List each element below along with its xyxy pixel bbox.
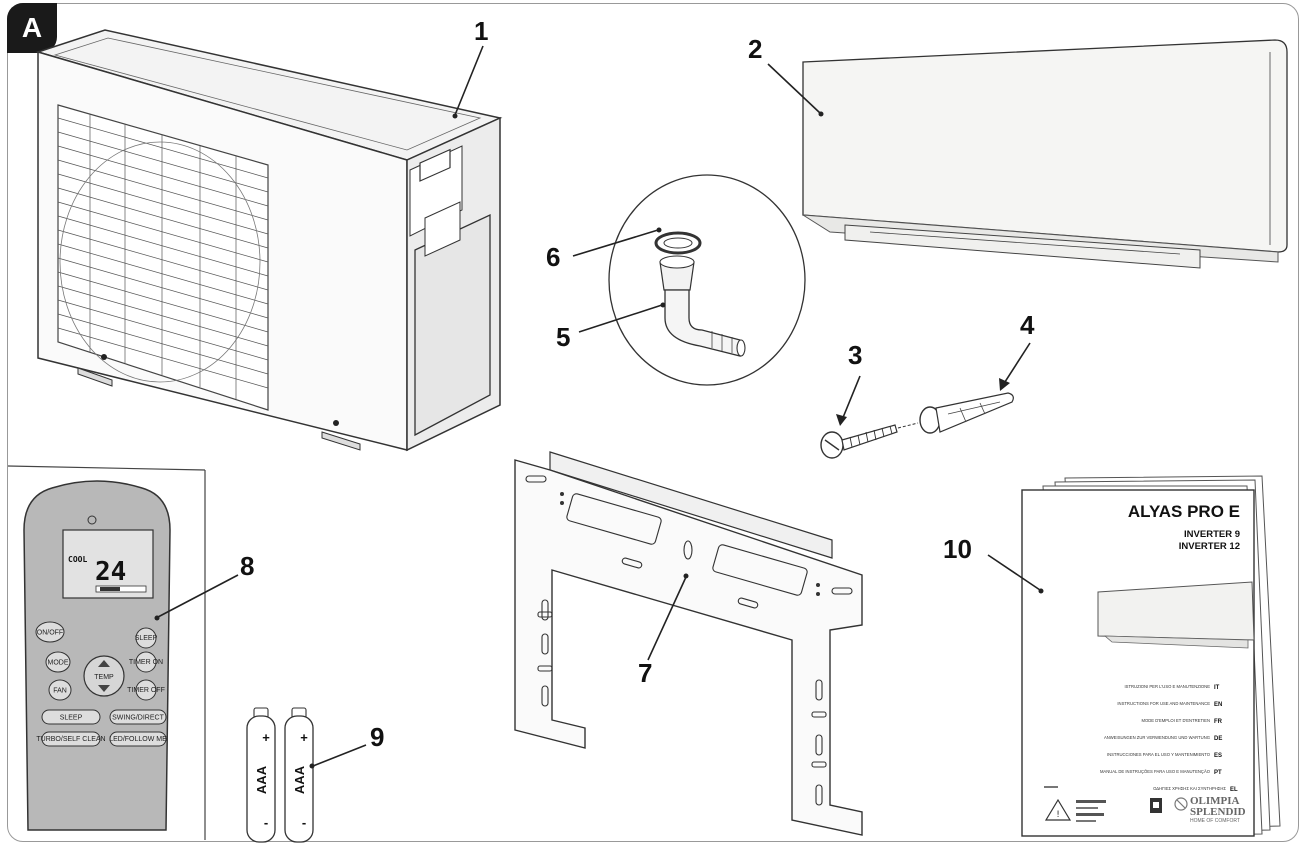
outdoor-grille-lines xyxy=(57,114,269,399)
battery-left-label: AAA xyxy=(254,765,269,794)
callout-8: 8 xyxy=(240,551,254,581)
manual-lang-1: ISTRUZIONI PER L'USO E MANUTENZIONE xyxy=(1125,684,1211,689)
manual-lang-4: ANWEISUNGEN ZUR VERWENDUNG UND WARTUNG xyxy=(1104,735,1210,740)
warning-icon: ! xyxy=(1056,810,1060,820)
battery-left-minus: - xyxy=(264,815,268,830)
remote-control: COOL 24 ON/OFF SLEEP MODE TIMER ON TEMP … xyxy=(7,465,206,840)
callout-4: 4 xyxy=(1020,310,1035,340)
brand-tagline: HOME OF COMFORT xyxy=(1190,818,1240,824)
manual-warning-block: ! xyxy=(1044,786,1162,822)
instruction-manual: ALYAS PRO E INVERTER 9 INVERTER 12 ISTRU… xyxy=(1021,475,1281,837)
button-fan: FAN xyxy=(53,688,67,695)
manual-language-list: ISTRUZIONI PER L'USO E MANUTENZIONE IT I… xyxy=(1100,684,1238,793)
batteries: + AAA - + AAA - xyxy=(246,707,314,843)
brand-logo: OLIMPIA SPLENDID HOME OF COMFORT xyxy=(1174,795,1246,824)
callout-1: 1 xyxy=(474,16,488,46)
callout-10: 10 xyxy=(943,534,972,564)
battery-right-minus: - xyxy=(302,815,306,830)
manual-lang-code-6: PT xyxy=(1214,770,1222,776)
manual-lang-code-3: FR xyxy=(1214,719,1223,725)
manual-lang-code-7: EL xyxy=(1230,787,1238,793)
diagram-frame xyxy=(7,3,1299,842)
button-timer-off: TIMER OFF xyxy=(127,687,165,694)
manual-lang-3: MODE D'EMPLOI ET D'ENTRETIEN xyxy=(1141,718,1210,723)
manual-cover-unit xyxy=(1097,581,1255,649)
battery-left-plus: + xyxy=(262,730,270,745)
callout-5: 5 xyxy=(556,322,570,352)
outdoor-unit xyxy=(35,29,503,452)
button-onoff: ON/OFF xyxy=(37,630,63,637)
callout-2: 2 xyxy=(748,34,762,64)
manual-lang-code-4: DE xyxy=(1214,736,1222,742)
screw-and-anchor xyxy=(820,392,1014,459)
manual-lang-code-2: EN xyxy=(1214,702,1222,708)
battery-left: + AAA - xyxy=(246,707,276,843)
brand-name-1: OLIMPIA xyxy=(1190,795,1240,807)
brand-name-2: SPLENDID xyxy=(1190,806,1246,818)
button-temp: TEMP xyxy=(94,674,114,681)
callout-3: 3 xyxy=(848,340,862,370)
callout-7: 7 xyxy=(638,658,652,688)
lcd-temperature: 24 xyxy=(95,557,126,587)
button-turbo: TURBO/SELF CLEAN xyxy=(36,736,105,743)
button-timer-on: TIMER ON xyxy=(129,659,163,666)
manual-lang-code-5: ES xyxy=(1214,753,1222,759)
section-badge: A xyxy=(7,3,57,53)
manual-lang-code-1: IT xyxy=(1214,685,1220,691)
button-sleep-top: SLEEP xyxy=(135,635,158,642)
manual-lang-7: ΟΔΗΓΙΕΣ ΧΡΗΣΗΣ ΚΑΙ ΣΥΝΤΗΡΗΣΗΣ xyxy=(1153,786,1226,791)
callout-9: 9 xyxy=(370,722,384,752)
lcd-mode: COOL xyxy=(68,555,87,564)
drain-elbow-detail xyxy=(608,174,806,386)
battery-right-label: AAA xyxy=(292,765,307,794)
manual-lang-2: INSTRUCTIONS FOR USE AND MAINTENANCE xyxy=(1117,701,1210,706)
manual-title: ALYAS PRO E xyxy=(1128,502,1240,521)
manual-lang-6: MANUAL DE INSTRUÇÕES PARA USO E MANUTENÇ… xyxy=(1100,769,1211,774)
manual-lang-5: INSTRUCCIONES PARA EL USO Y MANTENIMIENT… xyxy=(1107,752,1211,757)
battery-right: + AAA - xyxy=(284,707,314,843)
button-mode: MODE xyxy=(48,660,69,667)
callout-6: 6 xyxy=(546,242,560,272)
button-led: LED/FOLLOW ME xyxy=(109,736,167,743)
indoor-unit xyxy=(802,39,1288,269)
remote-buttons: ON/OFF SLEEP MODE TIMER ON TEMP FAN TIME… xyxy=(35,621,167,747)
button-swing-direct: SWING/DIRECT xyxy=(112,715,164,722)
button-sleep: SLEEP xyxy=(60,715,83,722)
battery-right-plus: + xyxy=(300,730,308,745)
manual-model-2: INVERTER 12 xyxy=(1179,541,1240,552)
mounting-plate xyxy=(514,451,863,836)
manual-model-1: INVERTER 9 xyxy=(1184,529,1240,540)
callouts: 1 2 3 4 5 6 7 8 9 10 xyxy=(154,16,1044,769)
